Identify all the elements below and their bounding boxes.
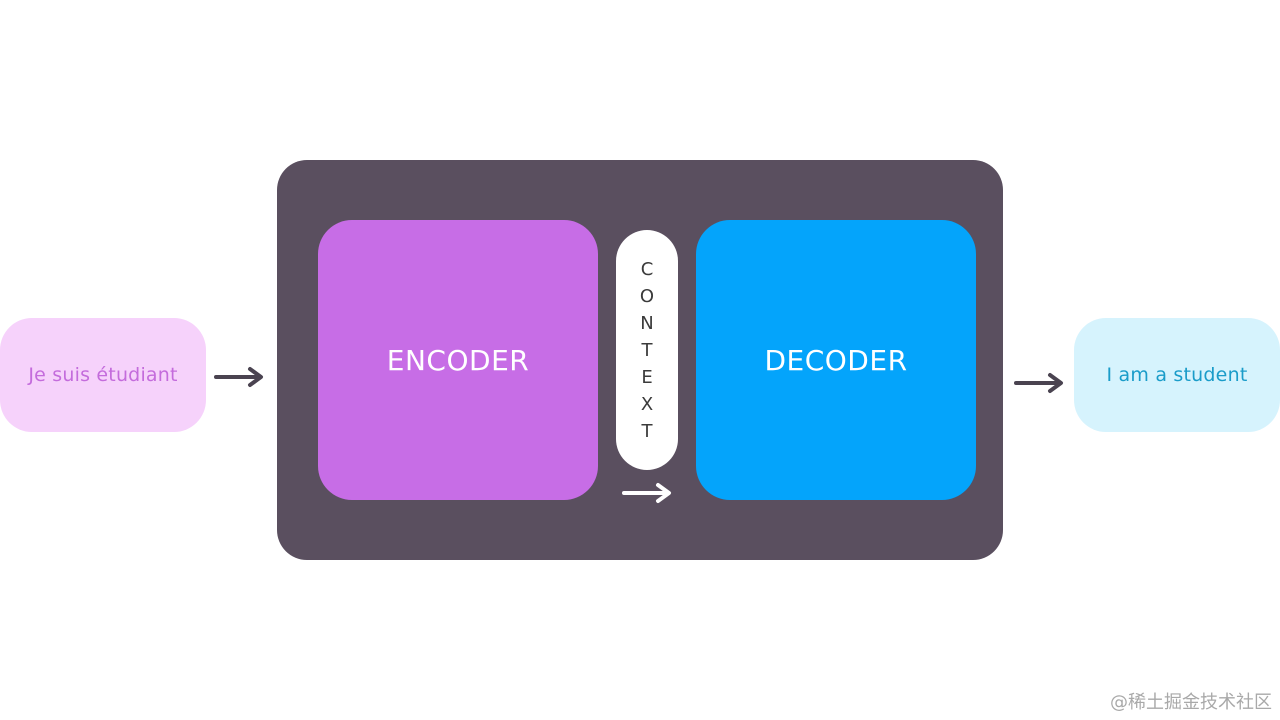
context-letter: N [640, 312, 654, 334]
input-sentence-box: Je suis étudiant [0, 318, 206, 432]
output-arrow-icon [1014, 373, 1063, 393]
context-arrow-icon [622, 483, 671, 503]
context-letter: C [640, 258, 654, 280]
output-sentence-box: I am a student [1074, 318, 1280, 432]
context-letter: E [641, 366, 653, 388]
context-letter: O [639, 285, 655, 307]
context-letter: T [641, 339, 653, 361]
encoder-block: ENCODER [318, 220, 598, 500]
decoder-label: DECODER [764, 343, 908, 377]
decoder-block: DECODER [696, 220, 976, 500]
context-letter: T [641, 420, 653, 442]
watermark: @稀土掘金技术社区 [1110, 692, 1272, 713]
input-sentence-label: Je suis étudiant [28, 364, 178, 386]
input-arrow-icon [214, 367, 263, 387]
context-letter: X [640, 393, 654, 415]
encoder-label: ENCODER [386, 343, 530, 377]
output-sentence-label: I am a student [1106, 364, 1248, 386]
